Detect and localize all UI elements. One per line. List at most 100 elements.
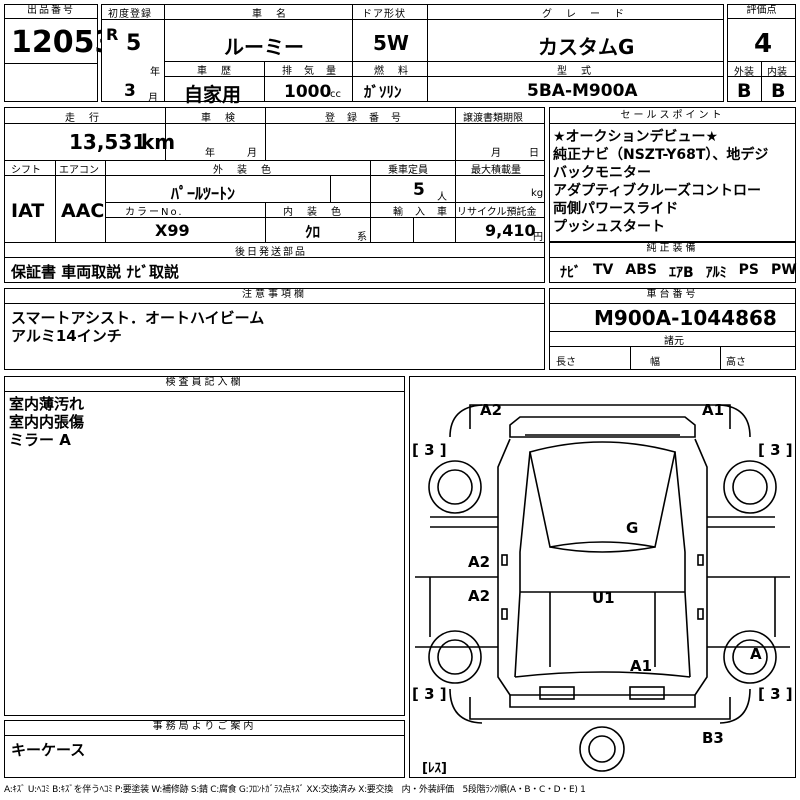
chassis-box: 車台番号 M900A-1044868 諸元 長さ 幅 高さ — [549, 288, 796, 370]
inspector-line: 室内薄汚れ — [9, 395, 85, 413]
transfer-deadline-label: 譲渡書類期限 — [463, 113, 523, 124]
era: R — [106, 25, 119, 44]
interior-grade: B — [771, 80, 786, 102]
equipment-item: PS — [738, 262, 759, 278]
height-label: 高さ — [726, 357, 746, 368]
interior-color-value: ｸﾛ — [305, 223, 321, 241]
lot-number: 12053 — [11, 25, 116, 60]
reg-number-label: 登 録 番 号 — [325, 113, 402, 124]
equipment-title: 純正装備 — [550, 243, 795, 258]
recycle-value: 9,410 — [485, 221, 536, 240]
mileage: 13,531 — [69, 130, 147, 154]
interior-color-unit: 系 — [357, 232, 367, 243]
chassis-number: M900A-1044868 — [594, 306, 777, 330]
inspection-label: 車 検 — [201, 113, 237, 124]
ac-label: エアコン — [59, 165, 99, 176]
spec-title: 諸元 — [664, 336, 684, 347]
mileage-label: 走 行 — [65, 113, 101, 124]
lot-number-label: 出品番号 — [5, 5, 97, 19]
sales-point-line: プッシュスタート — [553, 219, 665, 235]
door-label: ドア形状 — [362, 9, 406, 20]
notes-box: 注意事項欄 スマートアシスト．オートハイビーム アルミ14インチ — [4, 288, 545, 370]
recycle-unit: 円 — [533, 232, 543, 243]
mark-tire-fl: [ 3 ] — [412, 441, 447, 459]
sales-point-line: バックモニター — [553, 165, 651, 181]
inspector-title: 検査員記入欄 — [5, 377, 404, 392]
model-label: 型 式 — [557, 66, 593, 77]
sales-points-title: セールスポイント — [550, 108, 795, 124]
fuel-label: 燃 料 — [374, 66, 410, 77]
header-main-box: 初度登録 R 5 年 3 月 車 名 ルーミー ドア形状 5W グ レ ー ド … — [101, 4, 724, 106]
first-reg-month: 3 — [124, 81, 136, 101]
color-no-label: カラーNo. — [125, 207, 184, 218]
equipment-item: ABS — [625, 262, 657, 278]
mark-tire-fr: [ 3 ] — [758, 441, 793, 459]
ac-value: AAC — [61, 200, 105, 222]
history-label: 車 歴 — [197, 66, 233, 77]
interior-label: 内装 — [767, 67, 787, 78]
car-name: ルーミー — [224, 35, 304, 59]
first-reg-year: 5 — [126, 31, 142, 56]
equipment-box: 純正装備 ﾅﾋﾞ TV ABS ｴｱB ｱﾙﾐ PS PW — [549, 242, 797, 283]
history: 自家用 — [184, 84, 242, 106]
score-box: 評価点 4 外装 内装 B B — [727, 4, 796, 102]
max-load-unit: kg — [531, 188, 544, 199]
year-unit: 年 — [150, 67, 160, 78]
transfer-month-unit: 月 — [491, 148, 501, 159]
score-label: 評価点 — [728, 5, 795, 19]
inspection-year-unit: 年 — [205, 148, 215, 159]
mark-a-wheel: A — [750, 645, 762, 663]
mark-a1-rear: A1 — [630, 657, 653, 675]
car-name-label: 車 名 — [252, 9, 288, 20]
transfer-day-unit: 日 — [529, 148, 539, 159]
mileage-unit: km — [141, 130, 176, 154]
damage-diagram: A2 A1 [ 3 ] [ 3 ] G A2 A2 U1 A1 A [ 3 ] … — [409, 376, 796, 778]
office-text: キーケース — [11, 741, 86, 759]
fuel: ｶﾞｿﾘﾝ — [364, 83, 402, 101]
notes-list: スマートアシスト．オートハイビーム アルミ14インチ — [11, 309, 264, 345]
chassis-title: 車台番号 — [550, 289, 795, 304]
color-value: ﾊﾟｰﾙﾂｰﾄﾝ — [171, 184, 236, 203]
equipment-item: TV — [593, 262, 614, 278]
exterior-label: 外装 — [734, 67, 754, 78]
color-label: 外 装 色 — [213, 165, 273, 176]
mark-u1: U1 — [592, 589, 615, 607]
model-code: 5BA-M900A — [527, 81, 638, 101]
sales-points-list: ★オークションデビュー★ 純正ナビ（NSZT-Y68T）、地デジ バックモニター… — [553, 128, 794, 236]
sales-point-line: 純正ナビ（NSZT-Y68T）、地デジ — [553, 147, 769, 163]
mark-tire-rl: [ 3 ] — [412, 685, 447, 703]
car-outline — [415, 404, 790, 772]
displacement-unit: cc — [330, 89, 341, 100]
shift-label: シフト — [11, 165, 41, 176]
later-parts-label: 後日発送部品 — [235, 247, 307, 258]
width-label: 幅 — [650, 357, 660, 368]
mark-a1-top: A1 — [702, 401, 725, 419]
sales-point-line: 両側パワースライド — [553, 201, 679, 217]
color-no-value: X99 — [155, 221, 190, 240]
later-parts-text: 保証書 車両取説 ﾅﾋﾞ取説 — [11, 263, 179, 281]
sales-points-box: セールスポイント ★オークションデビュー★ 純正ナビ（NSZT-Y68T）、地デ… — [549, 107, 796, 242]
equipment-list: ﾅﾋﾞ TV ABS ｴｱB ｱﾙﾐ PS PW — [560, 262, 797, 282]
mark-a2-side-2: A2 — [468, 587, 491, 605]
equipment-item: ｱﾙﾐ — [705, 265, 727, 281]
sales-point-line: ★オークションデビュー★ — [553, 129, 719, 145]
office-box: 事務局よりご案内 キーケース — [4, 720, 405, 778]
recycle-label: リサイクル預託金 — [457, 207, 537, 218]
capacity-label: 乗車定員 — [388, 165, 428, 176]
inspector-line: ミラー A — [9, 431, 71, 449]
lot-number-box: 出品番号 12053 — [4, 4, 115, 102]
inspector-list: 室内薄汚れ 室内内張傷 ミラー A — [9, 395, 84, 449]
import-label: 輸 入 車 — [393, 207, 448, 218]
mark-tire-rr: [ 3 ] — [758, 685, 793, 703]
inspector-line: 室内内張傷 — [9, 413, 85, 431]
equipment-item: ｴｱB — [668, 265, 694, 281]
grade-label: グ レ ー ド — [542, 9, 626, 20]
door-type: 5W — [373, 31, 409, 55]
legend-text: A:ｷｽﾞ U:ﾍｺﾐ B:ｷｽﾞを伴うﾍｺﾐ P:要塗装 W:補修跡 S:錆 … — [4, 785, 586, 795]
mark-g: G — [626, 519, 639, 537]
grade: カスタムG — [538, 35, 635, 59]
mark-spare: [ﾚｽ] — [422, 761, 447, 776]
mark-b3: B3 — [702, 729, 724, 747]
interior-color-label: 内 装 色 — [283, 207, 343, 218]
exterior-grade: B — [737, 80, 752, 102]
